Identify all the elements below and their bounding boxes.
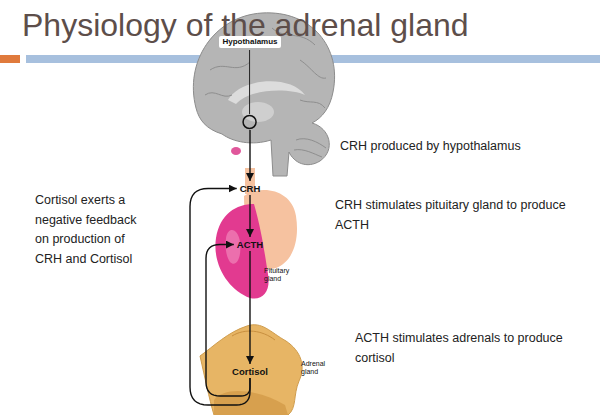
signal-arrow (249, 130, 250, 181)
note-holder: CRH produced by hypothalamus (340, 137, 590, 157)
gyrus-line (210, 62, 250, 70)
explanation-note: CRH produced by hypothalamus (340, 137, 590, 157)
leader-line (250, 50, 251, 114)
hormone-name: Cortisol (232, 366, 268, 377)
pituitary-gland: ACTH Pituitary gland (212, 186, 302, 302)
brain-pink-spot (231, 147, 241, 155)
note-holder: ACTH stimulates adrenals to produce cort… (355, 329, 580, 368)
signal-arrow (249, 251, 250, 364)
gyrus-line (300, 60, 326, 78)
accent-bar (0, 55, 20, 63)
hypothalamus-marker: Hypothalamus (219, 30, 280, 130)
note-holder: Cortisol exerts a negative feedback on p… (35, 191, 147, 269)
anterior-lobe (215, 204, 268, 299)
region-label: Hypothalamus (219, 36, 280, 48)
adrenal-shade (214, 391, 288, 415)
hormone-name: CRH (240, 183, 261, 194)
adrenal-body (200, 325, 302, 415)
signal-arrow (249, 195, 250, 237)
cerebellum-line (296, 139, 326, 148)
hormone-name: ACTH (237, 239, 263, 250)
thalamus (242, 102, 274, 122)
gyrus-line (205, 93, 232, 97)
cerebellum-line (294, 150, 322, 157)
explanation-note: CRH stimulates pituitary gland to produc… (335, 196, 580, 235)
hormone-label: CRH (238, 182, 263, 195)
organ-label: Adrenal gland (301, 360, 335, 376)
brain-gyri (205, 28, 326, 157)
explanation-note: Cortisol exerts a negative feedback on p… (35, 191, 147, 269)
organ-label: Pituitary gland (264, 267, 298, 283)
gyrus-line (300, 100, 325, 108)
note-holder: CRH stimulates pituitary gland to produc… (335, 196, 580, 235)
corpus-callosum (228, 81, 305, 104)
adrenal-gland: CortisolAdrenal gland (196, 320, 308, 415)
adrenal-ridge (232, 331, 275, 340)
explanation-note: ACTH stimulates adrenals to produce cort… (355, 329, 580, 368)
hormone-label: Cortisol (230, 365, 270, 378)
hormone-label: ACTH (235, 238, 265, 251)
region-circle (244, 116, 257, 129)
